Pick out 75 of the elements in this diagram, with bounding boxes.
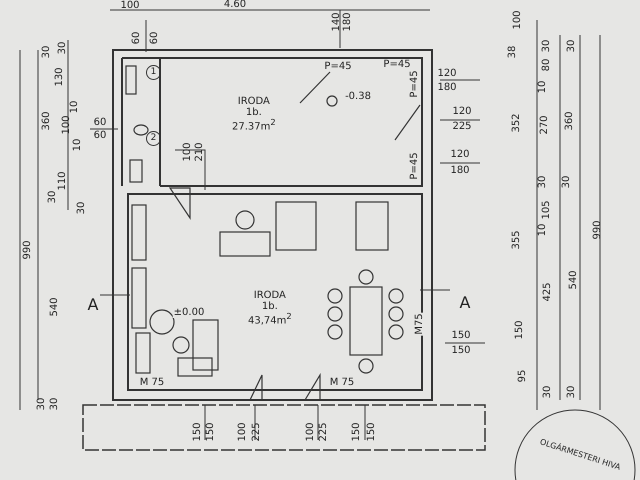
room-label: IRODA 1b. 27.37m$^{2}$	[232, 96, 276, 132]
dimension-label: 80	[542, 58, 552, 72]
section-mark: A	[88, 297, 98, 313]
dimension-label: 150	[206, 422, 216, 442]
level-label: -0.38	[344, 92, 372, 102]
dimension-label: 30	[50, 398, 60, 410]
dimension-label: 30	[48, 190, 58, 204]
dimension-label: 210	[195, 142, 205, 162]
dimension-label: 990	[23, 240, 33, 260]
dimension-label: 30	[562, 176, 572, 188]
dimension-label: 180	[343, 12, 353, 32]
dimension-label: 130	[55, 67, 65, 87]
dimension-label: 150	[515, 320, 525, 340]
parapet-height-label: P=45	[383, 60, 411, 70]
sill-height-label: M 75	[328, 378, 356, 388]
dimension-label: 150	[193, 422, 203, 442]
dimension-label: 150	[352, 422, 362, 442]
dimension-label: 30	[542, 40, 552, 52]
dimension-label: 990	[593, 220, 603, 240]
dimension-label: 38	[508, 46, 518, 58]
room-label: IRODA 1b. 43,74m$^{2}$	[248, 290, 292, 326]
dimension-label: 120	[450, 150, 470, 160]
dimension-label: 180	[437, 83, 457, 93]
dimension-label: 140	[332, 12, 342, 32]
dimension-label: 180	[450, 166, 470, 176]
dimension-label: 100	[238, 422, 248, 442]
dimension-label: 30	[77, 202, 87, 214]
dimension-label: 425	[543, 282, 553, 302]
dimension-label: 30	[543, 386, 553, 398]
dimension-label: 100	[513, 10, 523, 30]
dimension-label: 10	[70, 100, 80, 114]
dimension-label: 360	[42, 111, 52, 131]
dimension-label: 110	[58, 171, 68, 191]
dimension-label: 225	[452, 122, 472, 132]
sill-height-label: M75	[415, 312, 425, 336]
dimension-label: 10	[538, 80, 548, 94]
dimension-label: 10	[538, 224, 548, 236]
dimension-label: 60	[132, 32, 142, 44]
dimension-label: 352	[512, 113, 522, 133]
dimension-label: 95	[518, 370, 528, 382]
dimension-label: 270	[540, 115, 550, 135]
sill-height-label: M 75	[138, 378, 166, 388]
dimension-label: 120	[437, 69, 457, 79]
section-mark: A	[460, 295, 470, 311]
dimension-label: 30	[37, 398, 47, 410]
dimension-label: 225	[252, 422, 262, 442]
dimension-label: 150	[367, 422, 377, 442]
dimension-label: 150	[451, 331, 471, 341]
dimension-label: 60	[94, 131, 106, 141]
dimension-label: 30	[42, 46, 52, 58]
dimension-label: 30	[58, 42, 68, 54]
fixture-number: 1	[146, 65, 161, 80]
dimension-label: 30	[567, 40, 577, 52]
dimension-label: 355	[512, 230, 522, 250]
level-label: ±0.00	[172, 308, 206, 318]
dimension-label: 105	[542, 200, 552, 220]
parapet-height-label: P=45	[324, 62, 352, 72]
parapet-height-label: P=45	[410, 70, 420, 98]
parapet-height-label: P=45	[410, 152, 420, 180]
dimension-label: 100	[183, 142, 193, 162]
dimension-label: 225	[319, 422, 329, 442]
dimension-label: 100	[120, 1, 140, 11]
fixture-number: 2	[146, 131, 161, 146]
dimension-label: 60	[150, 32, 160, 44]
dimension-label: 10	[73, 138, 83, 152]
dimension-label: 150	[451, 346, 471, 356]
dimension-label: 60	[94, 118, 106, 128]
dimension-label: 540	[50, 297, 60, 317]
dimension-label: 30	[567, 386, 577, 398]
dimension-label: 30	[538, 176, 548, 188]
dimension-label: 100	[62, 115, 72, 135]
dimension-label: 360	[565, 111, 575, 131]
dimension-label: 120	[452, 107, 472, 117]
dimension-label: 100	[306, 422, 316, 442]
dimension-label: 540	[569, 270, 579, 290]
